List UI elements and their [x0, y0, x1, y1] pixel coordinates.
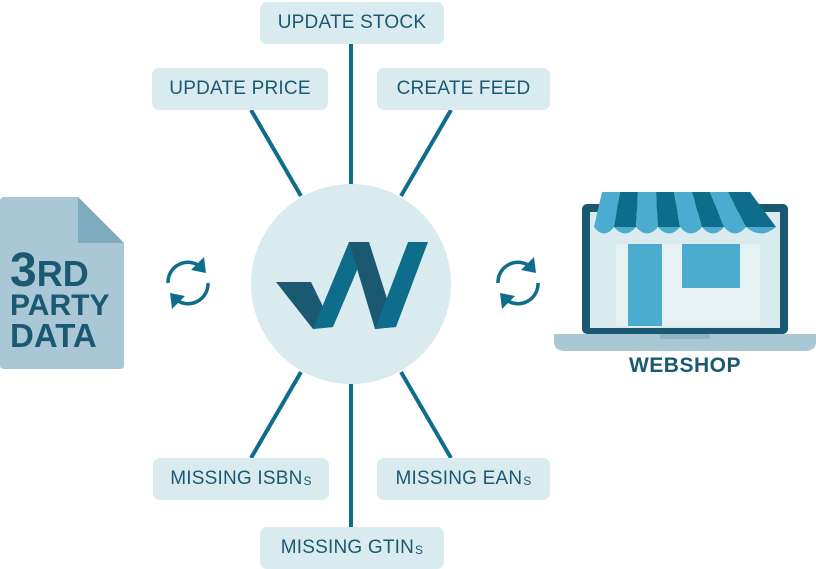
pill-label: MISSING GTIN — [280, 537, 415, 558]
sync-icon — [496, 257, 540, 309]
pill-label: MISSING ISBN — [170, 468, 303, 489]
pill-create-feed: CREATE FEED — [377, 68, 550, 110]
pill-label: UPDATE PRICE — [169, 78, 311, 99]
pill-suffix: S — [415, 543, 424, 557]
doc-line-2: PARTY — [10, 289, 110, 322]
line-create-feed — [399, 108, 453, 198]
pill-label: MISSING EAN — [395, 468, 523, 489]
w-logo-icon — [276, 242, 428, 329]
pill-update-stock: UPDATE STOCK — [260, 2, 444, 44]
third-party-data-document: 3RD PARTY DATA — [0, 197, 124, 369]
hub-circle — [251, 184, 451, 384]
pill-label: CREATE FEED — [396, 78, 531, 99]
webshop-laptop-icon — [554, 192, 816, 351]
sync-icon — [166, 257, 210, 309]
line-missing-isbns — [249, 370, 303, 460]
doc-line-3: DATA — [10, 317, 97, 354]
pill-update-price: UPDATE PRICE — [152, 68, 328, 110]
pill-suffix: S — [303, 474, 312, 488]
line-update-price — [249, 108, 303, 198]
pill-label: UPDATE STOCK — [277, 12, 427, 33]
pill-suffix: S — [523, 474, 532, 488]
webshop-label: WEBSHOP — [628, 354, 741, 377]
doc-line-1: 3RD — [10, 244, 89, 297]
line-missing-eans — [399, 370, 453, 460]
document-icon — [0, 197, 124, 369]
